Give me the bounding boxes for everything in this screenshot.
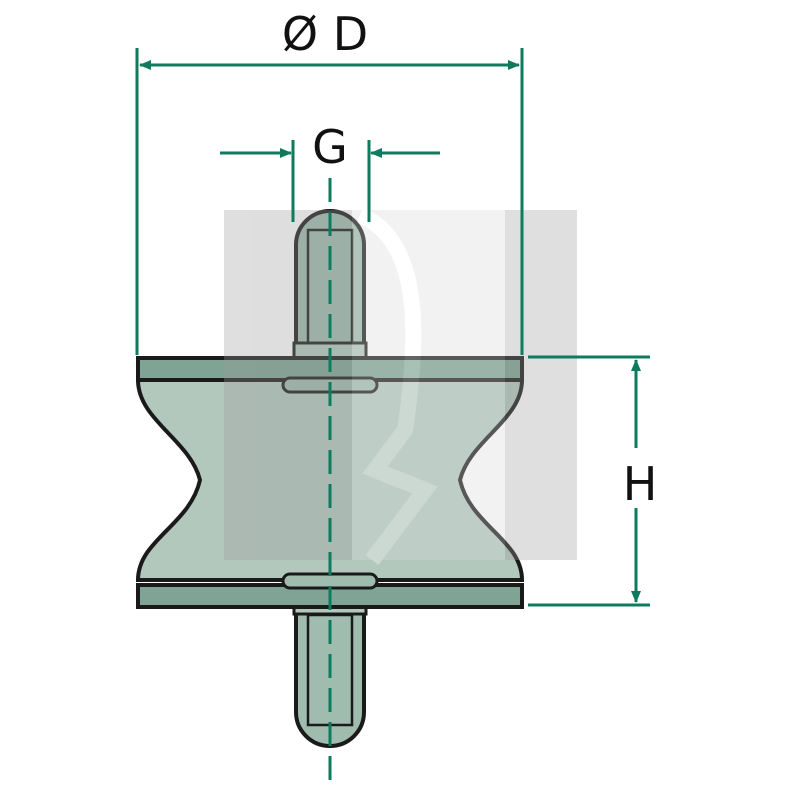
bottom-washer [281,572,379,590]
diameter-dimension: Ø D [135,7,524,355]
rubber-body [135,378,525,582]
thread-dimension: G [220,120,440,222]
height-dimension: H [528,355,658,607]
height-label: H [623,457,658,511]
watermark-logo [224,207,577,565]
thread-label: G [312,120,348,174]
diameter-label: Ø D [282,7,368,61]
